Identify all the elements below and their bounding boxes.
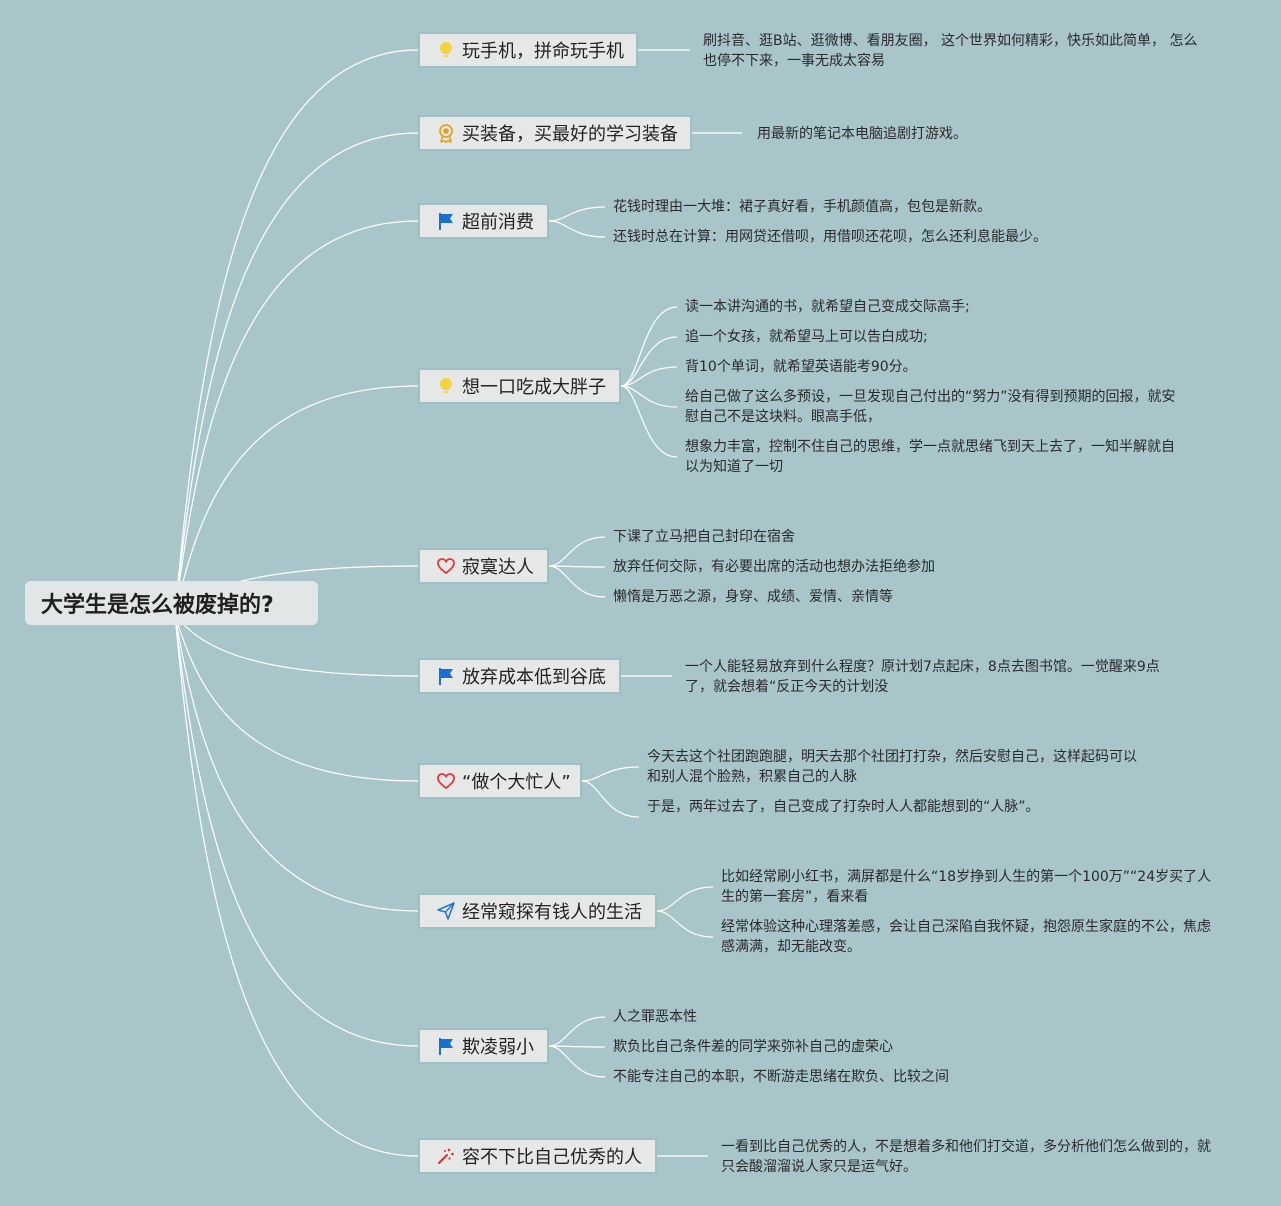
branch-node-giving-up[interactable]: 放弃成本低到谷底 (418, 658, 621, 694)
root-branch-connector (174, 614, 419, 782)
flag-icon (436, 666, 456, 686)
branch-label: 容不下比自己优秀的人 (462, 1147, 642, 1168)
leaf-text: 给自己做了这么多预设，一旦发现自己付出的“努力”没有得到预期的回报，就安慰自己不… (685, 389, 1176, 425)
branch-label: 玩手机，拼命玩手机 (462, 41, 624, 62)
sparkle-icon (436, 1146, 456, 1166)
branch-label: “做个大忙人” (462, 772, 571, 793)
bulb-icon (436, 40, 456, 60)
leaf-text: 下课了立马把自己封印在宿舍 (613, 529, 795, 545)
leaf-text: 花钱时理由一大堆：裙子真好看，手机颜值高，包包是新款。 (613, 199, 991, 215)
root-branch-connector (174, 614, 419, 677)
flag-icon (436, 1036, 456, 1056)
branch-label: 买装备，买最好的学习装备 (462, 124, 678, 145)
root-branch-connector (174, 614, 419, 1047)
heart-icon (436, 771, 456, 791)
leaf-text: 不能专注自己的本职，不断游走思绪在欺负、比较之间 (613, 1069, 949, 1085)
root-topic[interactable]: 大学生是怎么被废掉的? (25, 581, 318, 625)
branch-label: 超前消费 (462, 212, 534, 233)
flag-icon (436, 211, 456, 231)
branch-node-bullying[interactable]: 欺凌弱小 (418, 1028, 549, 1064)
branch-leaf-connector (548, 206, 606, 222)
root-branch-connector (174, 614, 419, 912)
leaf-text: 还钱时总在计算：用网贷还借呗，用借呗还花呗，怎么还利息能最少。 (613, 229, 1047, 245)
leaf-text: 懒惰是万恶之源，身穿、成绩、爱情、亲情等 (613, 589, 893, 605)
leaf-text: 人之罪恶本性 (613, 1009, 697, 1025)
root-branch-connector (174, 614, 419, 1157)
branch-node-busy[interactable]: “做个大忙人” (418, 763, 582, 799)
branch-node-impatience[interactable]: 想一口吃成大胖子 (418, 368, 621, 404)
branch-leaf-connector (548, 565, 606, 568)
leaf-text: 今天去这个社团跑跑腿，明天去那个社团打打杂，然后安慰自己，这样起码可以和别人混个… (647, 749, 1137, 785)
leaf-text: 读一本讲沟通的书，就希望自己变成交际高手; (685, 299, 970, 315)
branch-leaf-connector (548, 536, 606, 567)
branch-node-loneliness[interactable]: 寂寞达人 (418, 548, 549, 584)
branch-leaf-connector (620, 385, 678, 458)
leaf-text: 想象力丰富，控制不住自己的思维，学一点就思绪飞到天上去了，一知半解就自以为知道了… (685, 439, 1175, 475)
paper-plane-icon (436, 901, 456, 921)
branch-leaf-connector (581, 766, 640, 782)
branch-label: 经常窥探有钱人的生活 (462, 902, 642, 923)
leaf-text: 追一个女孩，就希望马上可以告白成功; (685, 329, 928, 345)
leaf-text: 一看到比自己优秀的人，不是想着多和他们打交道，多分析他们怎么做到的，就只会酸溜溜… (721, 1139, 1211, 1175)
branch-leaf-connector (656, 910, 714, 938)
branch-node-rich-life[interactable]: 经常窥探有钱人的生活 (418, 893, 657, 929)
branch-label: 放弃成本低到谷底 (462, 667, 606, 688)
branch-label: 想一口吃成大胖子 (462, 377, 606, 398)
branch-leaf-connector (548, 565, 606, 598)
branch-label: 欺凌弱小 (462, 1037, 534, 1058)
root-topic-label: 大学生是怎么被废掉的? (41, 593, 274, 618)
branch-leaf-connector (620, 336, 678, 387)
branch-leaf-connector (548, 220, 606, 238)
branch-label: 寂寞达人 (462, 557, 534, 578)
leaf-text: 经常体验这种心理落差感，会让自己深陷自我怀疑，抱怨原生家庭的不公，焦虑感满满，却… (721, 919, 1211, 955)
branch-leaf-connector (620, 306, 678, 387)
branch-node-equipment[interactable]: 买装备，买最好的学习装备 (418, 115, 692, 151)
root-branch-connector (174, 385, 419, 616)
branch-leaf-connector (656, 886, 714, 912)
root-branch-connector (174, 49, 419, 616)
branch-node-phone[interactable]: 玩手机，拼命玩手机 (418, 32, 638, 68)
leaf-text: 背10个单词，就希望英语能考90分。 (685, 359, 917, 375)
root-branch-connector (174, 220, 419, 616)
heart-icon (436, 556, 456, 576)
branch-leaf-connector (620, 366, 678, 387)
branch-node-jealousy[interactable]: 容不下比自己优秀的人 (418, 1138, 657, 1174)
root-branch-connector (174, 132, 419, 616)
branch-leaf-connector (581, 780, 640, 818)
branch-leaf-connector (548, 1045, 606, 1048)
bulb-icon (436, 376, 456, 396)
leaf-text: 放弃任何交际，有必要出席的活动也想办法拒绝参加 (613, 559, 935, 575)
leaf-text: 于是，两年过去了，自己变成了打杂时人人都能想到的“人脉”。 (647, 799, 1040, 815)
medal-icon (436, 123, 456, 143)
branch-leaf-connector (548, 1016, 606, 1047)
leaf-text: 比如经常刷小红书，满屏都是什么“18岁挣到人生的第一个100万”“24岁买了人生… (721, 869, 1212, 905)
leaf-text: 欺负比自己条件差的同学来弥补自己的虚荣心 (613, 1039, 893, 1055)
leaf-text: 刷抖音、逛B站、逛微博、看朋友圈， 这个世界如何精彩，快乐如此简单， 怎么也停不… (703, 33, 1198, 69)
branch-leaf-connector (620, 385, 678, 408)
leaf-text: 用最新的笔记本电脑追剧打游戏。 (757, 126, 967, 142)
branch-node-overspending[interactable]: 超前消费 (418, 203, 549, 239)
leaf-text: 一个人能轻易放弃到什么程度？原计划7点起床，8点去图书馆。一觉醒来9点了，就会想… (685, 659, 1160, 695)
branch-leaf-connector (548, 1045, 606, 1078)
